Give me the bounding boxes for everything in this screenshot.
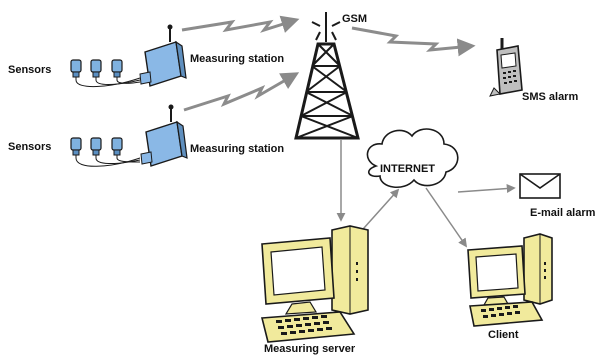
gsm-tower-icon bbox=[294, 12, 360, 140]
internet-cloud-icon bbox=[366, 128, 459, 188]
sensors-label-top: Sensors bbox=[8, 64, 51, 76]
wireless-signal-bottom bbox=[183, 72, 300, 112]
sensor-probe-icon bbox=[111, 137, 123, 159]
client-label: Client bbox=[488, 329, 519, 341]
measuring-server-label: Measuring server bbox=[264, 343, 356, 355]
wireless-signal-sms bbox=[351, 26, 476, 57]
sensor-probe-icon bbox=[90, 137, 102, 159]
wireless-signal-top bbox=[181, 15, 300, 33]
sensor-probe-icon bbox=[90, 59, 102, 81]
desktop-computer-icon bbox=[260, 225, 369, 343]
mobile-phone-icon bbox=[489, 38, 523, 97]
sensor-cables-top bbox=[75, 77, 141, 88]
sensor-cables-bottom bbox=[75, 157, 141, 167]
measuring-station-label-top: Measuring station bbox=[190, 53, 284, 65]
internet-label: INTERNET bbox=[380, 163, 435, 175]
gsm-label: GSM bbox=[342, 13, 367, 25]
sensor-probe-icon bbox=[70, 137, 82, 159]
data-logger-icon bbox=[139, 24, 187, 87]
sensors-label-bottom: Sensors bbox=[8, 141, 51, 153]
sensor-probe-icon bbox=[111, 59, 123, 81]
data-logger-icon bbox=[140, 104, 188, 167]
measuring-station-label-bottom: Measuring station bbox=[190, 143, 284, 155]
sensor-group-top: Sensors Measuring station bbox=[8, 24, 284, 88]
email-alarm-label: E-mail alarm bbox=[530, 207, 596, 219]
desktop-computer-icon bbox=[467, 233, 553, 327]
envelope-icon bbox=[519, 173, 561, 199]
internet-to-email-arrow bbox=[457, 184, 516, 194]
internet-to-client-arrow bbox=[425, 187, 468, 248]
sensor-group-bottom: Sensors Measuring station bbox=[8, 104, 284, 167]
sms-alarm-label: SMS alarm bbox=[522, 91, 578, 103]
sensor-probe-icon bbox=[70, 59, 82, 81]
